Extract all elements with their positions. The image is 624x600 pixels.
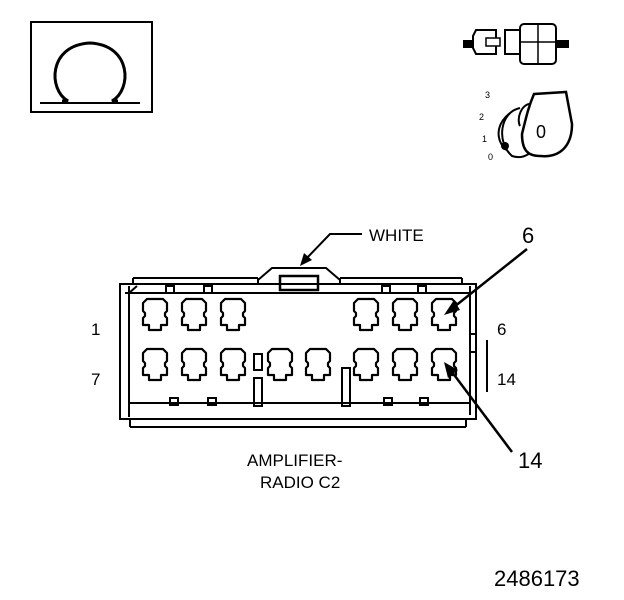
- cavity-8: [180, 347, 208, 382]
- ignition-position-0: 0: [488, 152, 493, 162]
- ignition-key-off-icon: 0 3 2 1 0: [479, 90, 574, 162]
- pin-label-1: 1: [91, 320, 100, 339]
- cavity-5: [391, 297, 419, 332]
- cavity-4: [352, 297, 380, 332]
- connector-color-label: WHITE: [369, 226, 424, 245]
- ignition-position-3: 3: [485, 90, 490, 100]
- cavity-row-top: [141, 297, 458, 332]
- ignition-position-1: 1: [482, 134, 487, 144]
- pin-label-14: 14: [497, 370, 516, 389]
- connector-name-line-2: RADIO C2: [260, 473, 340, 492]
- cavity-row-bottom: [141, 347, 458, 382]
- cavity-3: [219, 297, 247, 332]
- ignition-key-label: 0: [536, 122, 546, 142]
- disconnected-connector-icon: [463, 23, 569, 65]
- cavity-9: [219, 347, 247, 382]
- pin-label-7: 7: [91, 370, 100, 389]
- pin-label-6: 6: [497, 320, 506, 339]
- connector-name-line-1: AMPLIFIER-: [247, 451, 342, 470]
- cavity-14: [430, 347, 458, 382]
- cavity-13: [391, 347, 419, 382]
- cavity-2: [180, 297, 208, 332]
- connector-body: [119, 267, 477, 428]
- callout-6-label: 6: [522, 223, 534, 248]
- figure-id: 2486173: [494, 566, 580, 591]
- callout-6-leader: [444, 248, 528, 315]
- cavity-12: [352, 347, 380, 382]
- cavity-1: [141, 297, 169, 332]
- cavity-7: [141, 347, 169, 382]
- ohmmeter-icon: Ω: [30, 21, 153, 113]
- callout-14-leader: [444, 362, 513, 453]
- cavity-11: [304, 347, 332, 382]
- cavity-10: [266, 347, 294, 382]
- color-callout: WHITE: [300, 226, 424, 266]
- ignition-position-2: 2: [479, 112, 484, 122]
- callout-14-label: 14: [518, 448, 542, 473]
